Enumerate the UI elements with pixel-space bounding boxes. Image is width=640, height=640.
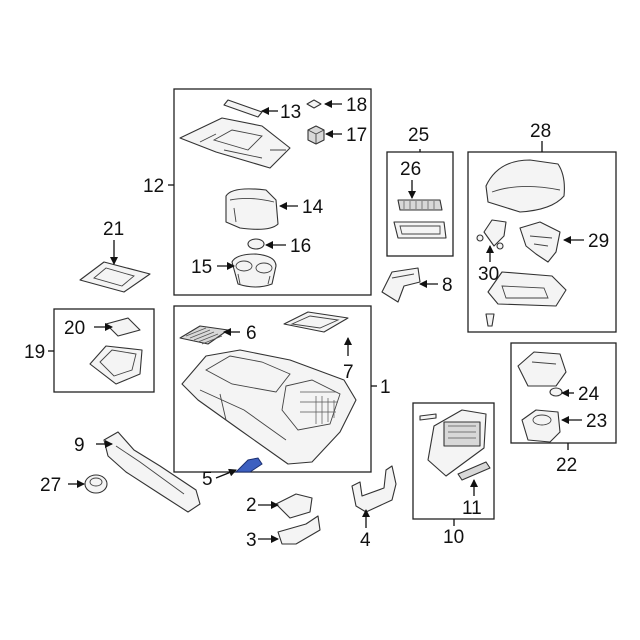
- part-4-bracket[interactable]: [351, 465, 397, 513]
- part-3-bracket[interactable]: [277, 515, 321, 545]
- part-7-mat[interactable]: [283, 311, 349, 333]
- leader-lines: [48, 100, 584, 543]
- callout-11: 11: [462, 498, 482, 519]
- callout-9: 9: [74, 435, 85, 456]
- part-21-bin[interactable]: [79, 261, 151, 293]
- part-15-cup-holder[interactable]: [231, 253, 277, 288]
- callout-6: 6: [246, 323, 257, 344]
- callout-10: 10: [443, 527, 464, 548]
- callout-17: 17: [346, 125, 367, 146]
- group-box-12: [173, 88, 372, 296]
- part-6-mat[interactable]: [179, 325, 229, 345]
- part-23-cup[interactable]: [521, 409, 561, 443]
- part-30-hinge[interactable]: [476, 219, 507, 250]
- callout-28: 28: [530, 121, 551, 142]
- part-28-base[interactable]: [487, 271, 567, 307]
- callout-23: 23: [586, 411, 607, 432]
- callout-12: 12: [143, 176, 164, 197]
- callout-25: 25: [408, 125, 429, 146]
- part-28-armrest-lid[interactable]: [485, 159, 565, 213]
- part-13-strip[interactable]: [223, 99, 263, 118]
- callout-24: 24: [578, 384, 600, 405]
- part-26-mat[interactable]: [397, 199, 443, 211]
- part-20-mat[interactable]: [105, 317, 141, 337]
- part-12-bin-tray[interactable]: [179, 117, 291, 169]
- callout-3: 3: [246, 530, 257, 551]
- part-27-knob[interactable]: [84, 474, 108, 494]
- part-10-screw[interactable]: [419, 413, 437, 421]
- callout-2: 2: [246, 495, 257, 516]
- callout-15: 15: [191, 257, 212, 278]
- part-9-side-trim[interactable]: [103, 431, 201, 513]
- part-18-clip[interactable]: [306, 99, 322, 109]
- callout-30: 30: [478, 264, 499, 285]
- part-8-bracket[interactable]: [381, 267, 421, 303]
- callout-4: 4: [360, 530, 371, 551]
- callout-27: 27: [40, 475, 61, 496]
- callout-5: 5: [202, 469, 213, 490]
- part-19-tray[interactable]: [89, 345, 143, 385]
- part-28-screw[interactable]: [485, 313, 495, 327]
- callout-8: 8: [442, 275, 453, 296]
- part-24-seal[interactable]: [549, 387, 563, 397]
- callout-29: 29: [588, 231, 609, 252]
- part-5-bracket-highlighted[interactable]: [234, 457, 263, 473]
- part-2-bracket[interactable]: [275, 493, 313, 519]
- callout-21: 21: [103, 219, 124, 240]
- group-box-1: [173, 305, 372, 473]
- callout-22: 22: [556, 455, 577, 476]
- part-11-strip[interactable]: [457, 461, 491, 481]
- part-22-housing[interactable]: [517, 351, 567, 387]
- part-29-latch-plate[interactable]: [519, 221, 561, 263]
- callout-20: 20: [64, 318, 85, 339]
- part-17-clip[interactable]: [307, 125, 325, 145]
- callout-13: 13: [280, 102, 301, 123]
- callout-16: 16: [290, 236, 311, 257]
- part-16-seal[interactable]: [247, 238, 265, 250]
- part-25-tray[interactable]: [393, 221, 447, 239]
- part-1-console[interactable]: [181, 349, 357, 465]
- group-box-22: [510, 342, 617, 444]
- part-10-panel[interactable]: [427, 409, 487, 477]
- callout-14: 14: [302, 197, 324, 218]
- part-14-lid[interactable]: [225, 188, 279, 230]
- callout-19: 19: [24, 342, 45, 363]
- callout-7: 7: [343, 362, 354, 383]
- callout-1: 1: [380, 377, 391, 398]
- callout-26: 26: [400, 159, 421, 180]
- callout-18: 18: [346, 95, 367, 116]
